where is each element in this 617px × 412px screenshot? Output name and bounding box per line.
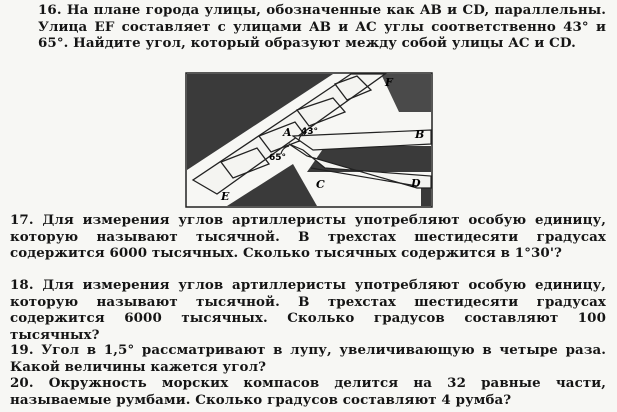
label-c: C: [316, 178, 325, 191]
street-plan-figure: A B C D E F 43° 65°: [185, 72, 433, 208]
problem-text: На плане города улицы, обозначенные как …: [38, 2, 606, 52]
problem-19: 19. Угол в 1,5° рассматривают в лупу, ув…: [10, 342, 606, 375]
angle-65-arc: [280, 145, 290, 155]
problem-text: Для измерения углов артиллеристы употреб…: [10, 277, 607, 343]
problem-number: 18.: [10, 277, 34, 293]
problem-20: 20. Окружность морских компасов делится …: [10, 375, 606, 408]
problem-17: 17. Для измерения углов артиллеристы упо…: [10, 212, 606, 262]
label-d: D: [410, 177, 421, 190]
label-angle-43: 43°: [301, 127, 318, 137]
angle-43-arc: [298, 133, 304, 143]
problem-16: 16. На плане города улицы, обозначенные …: [38, 2, 606, 52]
label-f: F: [384, 76, 394, 89]
label-a: A: [282, 126, 292, 139]
city-block-bottom-left: [227, 164, 317, 206]
city-block-top-right: [381, 74, 431, 112]
street-plan-drawing: A B C D E F 43° 65°: [185, 72, 433, 208]
street-ef: [191, 73, 388, 195]
problem-number: 16.: [38, 2, 62, 18]
label-e: E: [220, 190, 230, 203]
problem-number: 17.: [10, 212, 34, 228]
label-angle-65: 65°: [269, 153, 286, 163]
problem-number: 19.: [10, 342, 34, 358]
problem-text: Окружность морских компасов делится на 3…: [10, 375, 607, 408]
street-ab: [291, 129, 432, 151]
problem-text: Угол в 1,5° рассматривают в лупу, увелич…: [10, 342, 606, 375]
city-block-top-left: [187, 74, 333, 170]
street-ac-cd: [288, 143, 432, 189]
problem-number: 20.: [10, 375, 34, 391]
label-b: B: [414, 128, 424, 141]
problem-text: Для измерения углов артиллеристы употреб…: [10, 212, 607, 262]
problem-18: 18. Для измерения углов артиллеристы упо…: [10, 277, 606, 343]
line-cd: [310, 167, 418, 187]
